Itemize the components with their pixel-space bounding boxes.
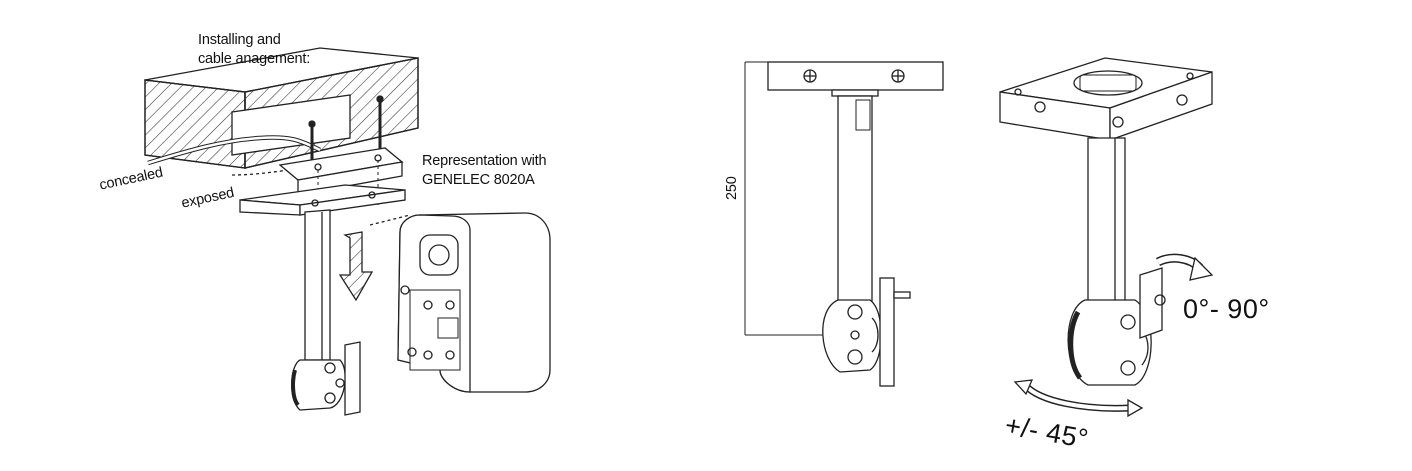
mount-top-plate: [239, 184, 406, 216]
label-installing-line1: Installing and: [198, 32, 281, 48]
iso-top-plate: [999, 57, 1213, 141]
label-representation-line2: GENELEC 8020A: [422, 172, 535, 188]
side-view-drawing: [744, 61, 944, 387]
iso-pole: [1087, 137, 1126, 306]
label-tilt-range: 0°- 90°: [1183, 294, 1270, 324]
tilt-arrow: [1155, 253, 1214, 281]
label-representation-line1: Representation with: [422, 153, 547, 169]
label-dimension-250: 250: [724, 176, 740, 200]
iso-joint: [1067, 267, 1166, 386]
rotation-arrow: [1013, 379, 1144, 418]
side-view-joint: [822, 277, 911, 387]
speaker-genelec-8020a: [369, 212, 551, 393]
side-view-top-plate: [767, 61, 944, 97]
side-view-pole: [837, 95, 873, 302]
swivel-joint: [291, 341, 361, 416]
label-installing-line2: cable anagement:: [198, 51, 311, 67]
slide-down-arrow: [338, 231, 374, 302]
mount-pole: [304, 209, 331, 361]
isometric-drawing: [999, 57, 1214, 418]
height-dimension: [744, 61, 835, 336]
mounting-screws: [308, 95, 384, 162]
installation-illustration: [144, 47, 551, 416]
ceiling-plate-exploded: [278, 147, 404, 196]
